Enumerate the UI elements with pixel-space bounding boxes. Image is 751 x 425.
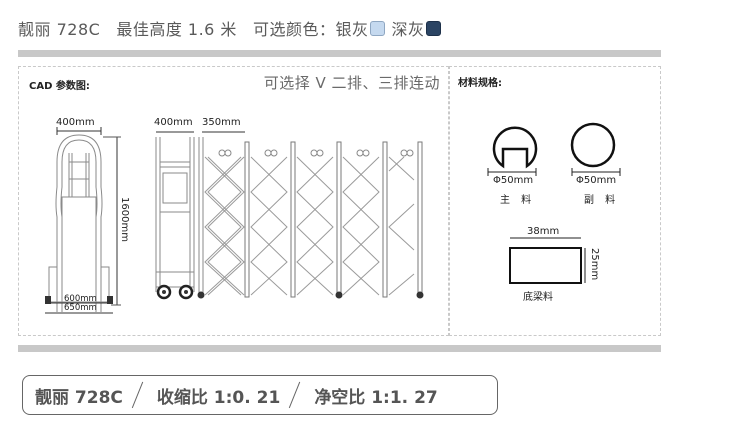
- divider-bar-top: [18, 50, 661, 57]
- model-name: 靓丽 728C: [18, 20, 101, 39]
- cad-panel-title: CAD 参数图:: [29, 81, 90, 92]
- product-header: 靓丽 728C 最佳高度 1.6 米 可选颜色： 银灰 深灰: [18, 16, 447, 40]
- cad-drawing: [45, 127, 424, 314]
- side-height-dim: 1600mm: [119, 197, 130, 242]
- color-option-dark: 深灰: [391, 20, 425, 39]
- materials-drawing: [487, 122, 621, 284]
- separator: [131, 375, 145, 415]
- colors-label: 可选颜色：: [252, 20, 336, 39]
- silver-swatch: [370, 20, 386, 36]
- spec-summary: 靓丽 728C 收缩比 1:0. 21 净空比 1:1. 27: [22, 375, 498, 415]
- separator: [288, 375, 302, 415]
- spec-shrink-ratio: 收缩比 1:0. 21: [156, 387, 281, 408]
- color-option-silver: 银灰: [335, 20, 369, 39]
- materials-panel-title: 材料规格:: [458, 78, 502, 89]
- section-width-dim: 350mm: [202, 117, 241, 128]
- spec-model: 靓丽 728C: [35, 387, 123, 408]
- secondary-material-diameter: Φ50mm: [576, 175, 617, 186]
- base-beam-width: 38mm: [527, 226, 560, 237]
- head-width-dim: 400mm: [154, 117, 193, 128]
- base-beam-label: 底梁料: [523, 292, 553, 303]
- spec-clear-ratio: 净空比 1:1. 27: [314, 387, 438, 408]
- dark-swatch: [426, 20, 442, 36]
- best-height: 最佳高度 1.6 米: [116, 20, 237, 39]
- materials-panel: 材料规格: Φ50mm 主 料 Φ50mm 副 料 38mm 25mm 底梁料: [449, 66, 661, 336]
- base-outer-dim: 650mm: [64, 303, 97, 313]
- main-material-diameter: Φ50mm: [493, 175, 534, 186]
- divider-bar-bottom: [18, 345, 661, 352]
- option-note: 可选择 V 二排、三排连动: [263, 74, 440, 92]
- secondary-material-label: 副 料: [584, 195, 620, 206]
- cad-panel: CAD 参数图: 可选择 V 二排、三排连动: [18, 66, 449, 336]
- base-beam-height: 25mm: [589, 248, 600, 281]
- side-width-dim: 400mm: [56, 117, 95, 128]
- base-inner-dim: 600mm: [64, 294, 97, 304]
- main-material-label: 主 料: [500, 195, 536, 206]
